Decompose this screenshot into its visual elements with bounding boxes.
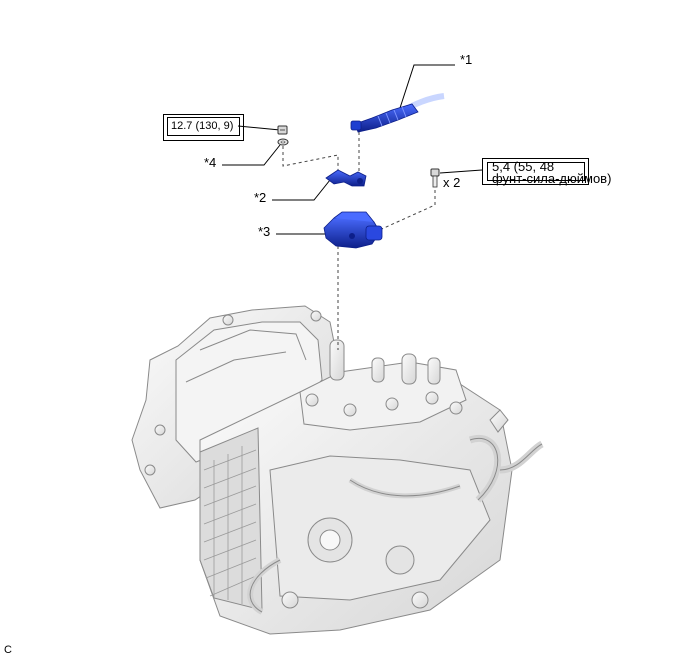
part-1-sensor-cable [350, 93, 445, 133]
corner-code: C [4, 644, 12, 656]
torque-value-left: 12.7 (130, 9) [171, 120, 234, 132]
alignment-lines [282, 132, 436, 350]
callout-part-4: *4 [204, 155, 217, 170]
torque-box-left [163, 114, 244, 141]
part-2-bracket [325, 169, 367, 187]
callout-part-1: *1 [460, 52, 473, 67]
torque-box-right-inner [487, 162, 585, 181]
transmission-assembly [131, 305, 544, 635]
bolt-icon [430, 168, 440, 188]
part-3-component [323, 211, 383, 249]
washer-icon [277, 138, 289, 146]
callout-part-2: *2 [254, 190, 267, 205]
torque-box-right [482, 158, 589, 185]
torque-value-right-line1: 5,4 (55, 48 [492, 159, 555, 174]
callout-part-3: *3 [258, 224, 271, 239]
torque-box-left-inner [167, 117, 240, 136]
nut-icon [277, 125, 288, 135]
leader-lines [222, 64, 483, 235]
bolt-quantity: x 2 [443, 175, 461, 190]
torque-value-right-line2: фунт-сила-дюймов) [492, 171, 612, 186]
